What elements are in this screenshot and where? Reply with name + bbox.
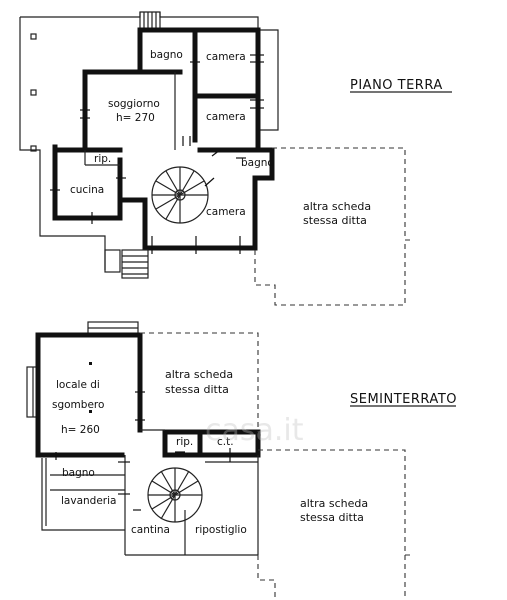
other-listing-basement-right-1: altra scheda	[300, 497, 368, 510]
room-label-locale-height: h= 260	[61, 424, 100, 436]
room-label-bagno-top: bagno	[150, 49, 183, 61]
room-label-rip-basement: rip.	[176, 436, 193, 448]
room-label-locale-di: locale di	[56, 379, 100, 391]
room-label-rip-ground: rip.	[94, 153, 111, 165]
other-listing-basement-top-2: stessa ditta	[165, 383, 229, 396]
room-label-bagno-right: bagno	[241, 157, 274, 169]
room-label-cucina: cucina	[70, 184, 104, 196]
room-label-lavanderia: lavanderia	[61, 495, 116, 507]
basement-title: SEMINTERRATO	[350, 392, 457, 407]
room-label-camera-1: camera	[206, 51, 246, 63]
ground-floor-title: PIANO TERRA	[350, 78, 443, 93]
room-label-camera-3: camera	[206, 206, 246, 218]
watermark: casa.it	[205, 413, 304, 448]
other-listing-basement-right-2: stessa ditta	[300, 511, 364, 524]
room-label-camera-2: camera	[206, 111, 246, 123]
room-label-bagno-basement: bagno	[62, 467, 95, 479]
spiral-staircase-basement	[147, 467, 203, 523]
other-listing-ground-2: stessa ditta	[303, 214, 367, 227]
room-label-cantina: cantina	[131, 524, 170, 536]
spiral-staircase-ground	[151, 166, 209, 224]
ground-floor-plan: bagno camera camera soggiorno h= 270 rip…	[19, 11, 452, 306]
room-label-soggiorno: soggiorno	[108, 98, 160, 110]
basement-plan: locale di sgombero h= 260 rip. c.t. bagn…	[26, 321, 457, 600]
other-listing-basement-top-1: altra scheda	[165, 368, 233, 381]
entrance-steps-bottom	[104, 249, 149, 279]
entrance-steps-top	[139, 12, 161, 30]
room-label-ct: c.t.	[217, 436, 234, 448]
room-label-ripostiglio: ripostiglio	[195, 524, 247, 536]
room-label-soggiorno-height: h= 270	[116, 112, 155, 124]
room-label-sgombero: sgombero	[52, 399, 104, 411]
other-listing-ground-1: altra scheda	[303, 200, 371, 213]
